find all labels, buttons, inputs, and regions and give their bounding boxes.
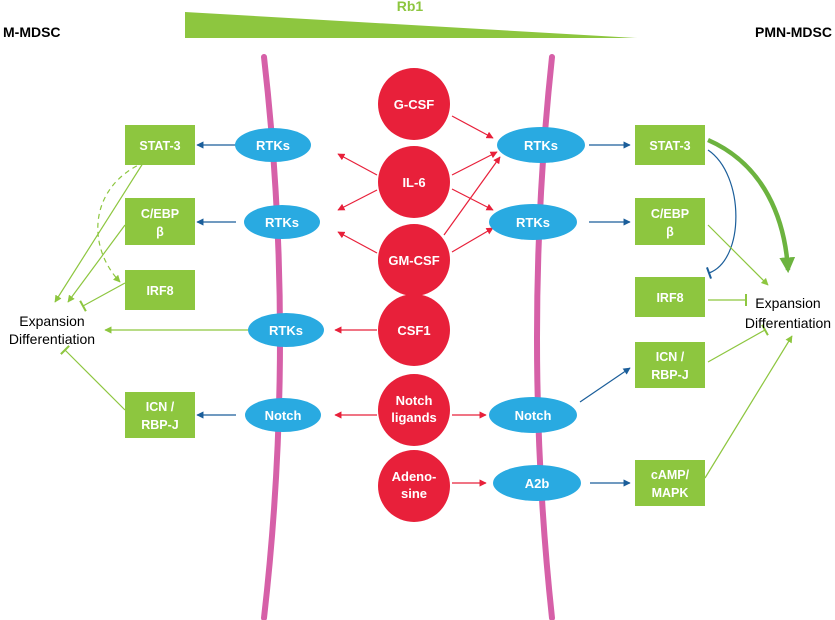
right-box-irf8: IRF8 (635, 277, 705, 317)
right-box-icn-rbpj: ICN / RBP-J (635, 342, 705, 388)
svg-text:GM-CSF: GM-CSF (388, 253, 439, 268)
svg-text:RTKs: RTKs (265, 215, 299, 230)
left-box-cebp: C/EBP β (125, 198, 195, 245)
svg-text:IRF8: IRF8 (656, 291, 683, 305)
right-box-cebp: C/EBP β (635, 198, 705, 245)
left-box-icn-rbpj: ICN / RBP-J (125, 392, 195, 438)
left-box-irf8: IRF8 (125, 270, 195, 310)
svg-text:RTKs: RTKs (524, 138, 558, 153)
svg-text:RTKs: RTKs (256, 138, 290, 153)
svg-text:ICN /: ICN / (146, 400, 175, 414)
ligand-csf1: CSF1 (378, 294, 450, 366)
svg-text:RTKs: RTKs (516, 215, 550, 230)
left-receptor-rtks-1: RTKs (235, 128, 311, 162)
rb1-label: Rb1 (397, 0, 424, 14)
svg-text:G-CSF: G-CSF (394, 97, 435, 112)
svg-text:A2b: A2b (525, 476, 550, 491)
right-receptor-rtks-1: RTKs (497, 127, 585, 163)
svg-text:Differentiation: Differentiation (745, 315, 831, 331)
svg-text:STAT-3: STAT-3 (139, 139, 180, 153)
svg-text:MAPK: MAPK (652, 486, 689, 500)
blue-receptor-arrows (196, 141, 737, 487)
svg-text:β: β (156, 225, 164, 239)
stat3-to-outcome-arrow (707, 137, 796, 274)
right-receptor-notch: Notch (489, 397, 577, 433)
ligand-notch-ligands: Notch ligands (378, 374, 450, 446)
left-box-stat3: STAT-3 (125, 125, 195, 165)
svg-text:RBP-J: RBP-J (141, 418, 179, 432)
svg-text:Expansion: Expansion (19, 313, 84, 329)
svg-text:cAMP/: cAMP/ (651, 468, 690, 482)
svg-text:RBP-J: RBP-J (651, 368, 689, 382)
right-box-camp-mapk: cAMP/ MAPK (635, 460, 705, 506)
left-receptor-rtks-3: RTKs (248, 313, 324, 347)
pmn-mdsc-title: PMN-MDSC (755, 24, 832, 40)
svg-text:IRF8: IRF8 (146, 284, 173, 298)
red-ligand-arrows (334, 115, 501, 487)
svg-text:Adeno-: Adeno- (392, 469, 437, 484)
right-box-stat3: STAT-3 (635, 125, 705, 165)
right-receptor-rtks-2: RTKs (489, 204, 577, 240)
left-receptor-notch: Notch (245, 398, 321, 432)
svg-text:RTKs: RTKs (269, 323, 303, 338)
svg-text:ligands: ligands (391, 410, 437, 425)
left-outcome-label: Expansion Differentiation (9, 313, 95, 347)
svg-text:Notch: Notch (265, 408, 302, 423)
ligand-gm-csf: GM-CSF (378, 224, 450, 296)
right-outcome-label: Expansion Differentiation (745, 295, 831, 331)
left-receptor-rtks-2: RTKs (244, 205, 320, 239)
green-left-arrows (54, 159, 248, 411)
svg-text:STAT-3: STAT-3 (649, 139, 690, 153)
right-receptor-a2b: A2b (493, 465, 581, 501)
svg-text:Notch: Notch (396, 393, 433, 408)
rb1-gradient-wedge (185, 12, 637, 38)
svg-text:β: β (666, 225, 674, 239)
svg-text:Expansion: Expansion (755, 295, 820, 311)
svg-text:C/EBP: C/EBP (141, 207, 179, 221)
ligand-adenosine: Adeno- sine (378, 450, 450, 522)
green-right-arrows (704, 224, 793, 479)
ligand-g-csf: G-CSF (378, 68, 450, 140)
svg-text:Differentiation: Differentiation (9, 331, 95, 347)
svg-text:Notch: Notch (515, 408, 552, 423)
svg-text:IL-6: IL-6 (402, 175, 425, 190)
svg-text:sine: sine (401, 486, 427, 501)
m-mdsc-title: M-MDSC (3, 24, 61, 40)
svg-text:CSF1: CSF1 (397, 323, 430, 338)
ligand-il-6: IL-6 (378, 146, 450, 218)
svg-text:C/EBP: C/EBP (651, 207, 689, 221)
svg-text:ICN /: ICN / (656, 350, 685, 364)
